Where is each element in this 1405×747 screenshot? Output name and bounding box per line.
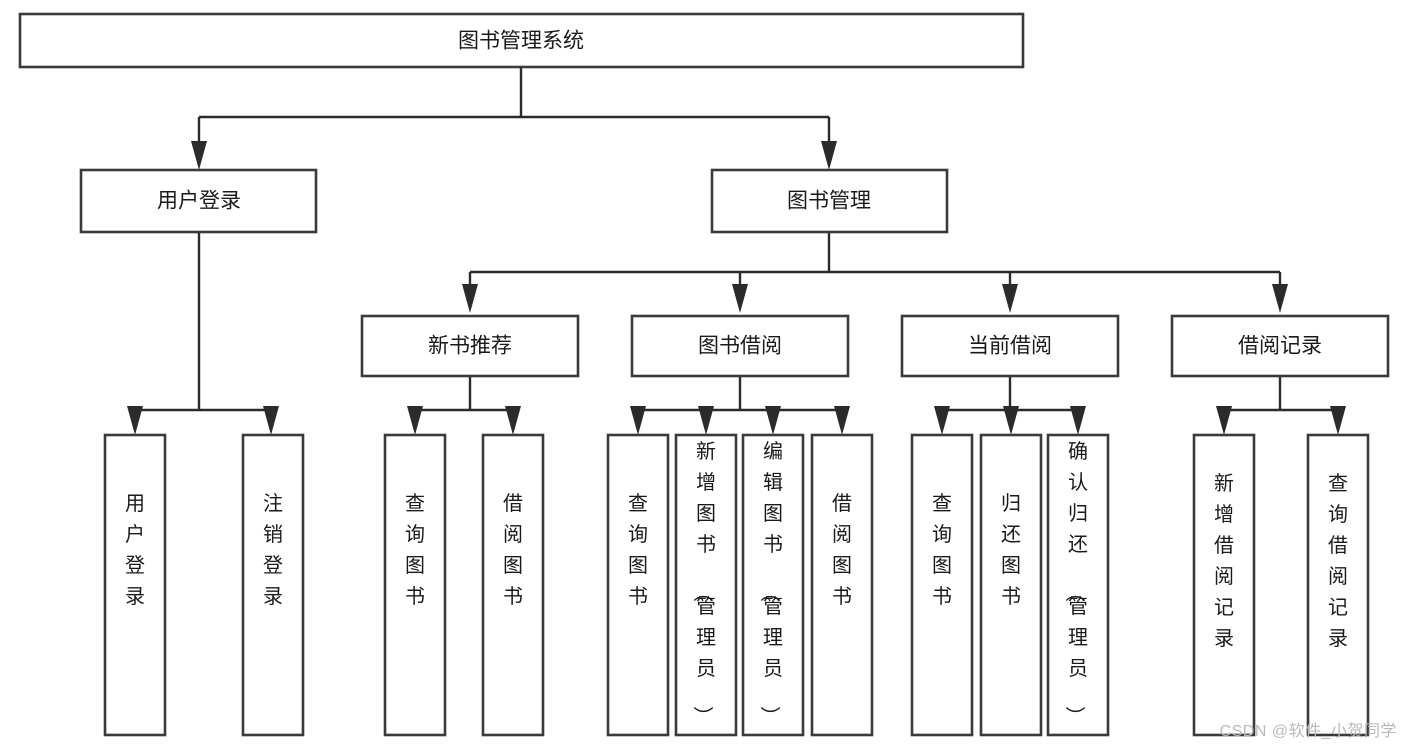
leaf-user-login-1-label: 用户登录 xyxy=(125,493,145,608)
leaf-records-1-label: 新增借阅记录 xyxy=(1214,472,1234,650)
node-borrow-records-label: 借阅记录 xyxy=(1238,335,1322,358)
connector-group-book-manage xyxy=(462,232,1288,313)
leaf-book-borrow-3-box[interactable] xyxy=(741,433,805,737)
connector-group-new-books xyxy=(407,376,521,435)
leaf-current-borrow-1-label: 查询图书 xyxy=(932,492,952,608)
leaf-book-borrow-4-box[interactable] xyxy=(810,433,874,737)
leaf-user-login-1-box[interactable] xyxy=(103,433,167,737)
arrow-records-child-1-icon xyxy=(1216,406,1232,435)
leaf-current-borrow-1-box[interactable] xyxy=(910,433,974,737)
node-book-manage-box[interactable] xyxy=(710,168,949,234)
node-book-manage-label: 图书管理 xyxy=(787,190,871,213)
leaf-book-borrow-2-box[interactable] xyxy=(674,433,738,737)
arrow-root-to-book-icon xyxy=(821,141,837,170)
leaf-current-borrow-2-box[interactable] xyxy=(979,433,1043,737)
leaf-records-1-box[interactable] xyxy=(1192,433,1256,737)
leaf-records-2-box[interactable] xyxy=(1306,433,1370,737)
leaf-current-borrow-2[interactable]: 归还图书 xyxy=(979,433,1043,737)
arrow-borrow-child-4-icon xyxy=(834,406,850,435)
leaf-current-borrow-3[interactable]: 确认归还（管理员） xyxy=(1046,433,1110,737)
node-book-borrow-label: 图书借阅 xyxy=(698,335,782,358)
arrow-book-child-1-icon xyxy=(462,284,478,313)
leaf-book-borrow-3-label: 编辑图书（管理员） xyxy=(758,440,783,726)
arrow-user-child-2-icon xyxy=(263,406,279,435)
leaf-new-book-2-label: 借阅图书 xyxy=(503,492,523,608)
node-borrow-records-box[interactable] xyxy=(1170,314,1390,378)
arrow-book-child-2-icon xyxy=(732,284,748,313)
leaf-current-borrow-1[interactable]: 查询图书 xyxy=(910,433,974,737)
leaf-current-borrow-3-box[interactable] xyxy=(1046,433,1110,737)
node-root-label: 图书管理系统 xyxy=(458,30,584,53)
leaf-book-borrow-1[interactable]: 查询图书 xyxy=(606,433,670,737)
leaf-book-borrow-1-label: 查询图书 xyxy=(628,492,648,608)
leaf-user-login-1[interactable]: 用户登录 xyxy=(103,433,167,737)
leaf-book-borrow-1-box[interactable] xyxy=(606,433,670,737)
leaf-records-2-label: 查询借阅记录 xyxy=(1328,472,1348,650)
leaf-records-1[interactable]: 新增借阅记录 xyxy=(1192,433,1256,737)
node-book-borrow-box[interactable] xyxy=(630,314,850,378)
node-current-borrow[interactable]: 当前借阅 xyxy=(900,314,1120,378)
node-borrow-records[interactable]: 借阅记录 xyxy=(1170,314,1390,378)
arrow-records-child-2-icon xyxy=(1330,406,1346,435)
arrow-current-child-2-icon xyxy=(1003,406,1019,435)
leaf-book-borrow-2-label: 新增图书（管理员） xyxy=(691,440,716,726)
arrow-current-child-3-icon xyxy=(1070,406,1086,435)
leaf-new-book-1-box[interactable] xyxy=(383,433,447,737)
leaf-user-login-2[interactable]: 注销登录 xyxy=(241,433,305,737)
node-new-book-recommend[interactable]: 新书推荐 xyxy=(360,314,580,378)
arrow-root-to-user-icon xyxy=(191,141,207,170)
arrow-borrow-child-1-icon xyxy=(630,406,646,435)
node-current-borrow-label: 当前借阅 xyxy=(968,335,1052,358)
leaf-new-book-2[interactable]: 借阅图书 xyxy=(481,433,545,737)
leaf-user-login-2-box[interactable] xyxy=(241,433,305,737)
node-user-login-label: 用户登录 xyxy=(157,190,241,213)
node-current-borrow-box[interactable] xyxy=(900,314,1120,378)
arrow-book-child-4-icon xyxy=(1272,284,1288,313)
arrow-book-child-3-icon xyxy=(1002,284,1018,313)
node-root-box[interactable] xyxy=(18,12,1025,69)
arrow-newbooks-child-1-icon xyxy=(407,406,423,435)
arrow-current-child-1-icon xyxy=(934,406,950,435)
node-user-login-box[interactable] xyxy=(79,168,318,234)
arrow-borrow-child-2-icon xyxy=(698,406,714,435)
connector-group-borrow xyxy=(630,376,850,435)
connector-group-records xyxy=(1216,376,1346,435)
arrow-user-child-1-icon xyxy=(127,406,143,435)
leaf-current-borrow-3-label: 确认归还（管理员） xyxy=(1063,440,1088,726)
node-book-borrow[interactable]: 图书借阅 xyxy=(630,314,850,378)
arrow-borrow-child-3-icon xyxy=(765,406,781,435)
leaf-new-book-1-label: 查询图书 xyxy=(405,492,425,608)
leaf-book-borrow-2[interactable]: 新增图书（管理员） xyxy=(674,433,738,737)
node-new-book-recommend-box[interactable] xyxy=(360,314,580,378)
leaf-book-borrow-4-label: 借阅图书 xyxy=(832,492,852,608)
node-book-manage[interactable]: 图书管理 xyxy=(710,168,949,234)
leaf-book-borrow-3[interactable]: 编辑图书（管理员） xyxy=(741,433,805,737)
node-user-login[interactable]: 用户登录 xyxy=(79,168,318,234)
node-root[interactable]: 图书管理系统 xyxy=(18,12,1025,69)
node-new-book-recommend-label: 新书推荐 xyxy=(428,335,512,358)
leaf-current-borrow-2-label: 归还图书 xyxy=(1001,492,1021,608)
leaf-new-book-1[interactable]: 查询图书 xyxy=(383,433,447,737)
leaf-records-2[interactable]: 查询借阅记录 xyxy=(1306,433,1370,737)
connector-group-current-borrow xyxy=(934,376,1086,435)
connector-group-user-login xyxy=(127,232,279,435)
leaf-book-borrow-4[interactable]: 借阅图书 xyxy=(810,433,874,737)
csdn-watermark: CSDN @软件_小贺同学 xyxy=(1219,723,1397,740)
leaf-new-book-2-box[interactable] xyxy=(481,433,545,737)
connector-group-root xyxy=(191,67,837,170)
leaf-user-login-2-label: 注销登录 xyxy=(263,492,283,608)
arrow-newbooks-child-2-icon xyxy=(505,406,521,435)
